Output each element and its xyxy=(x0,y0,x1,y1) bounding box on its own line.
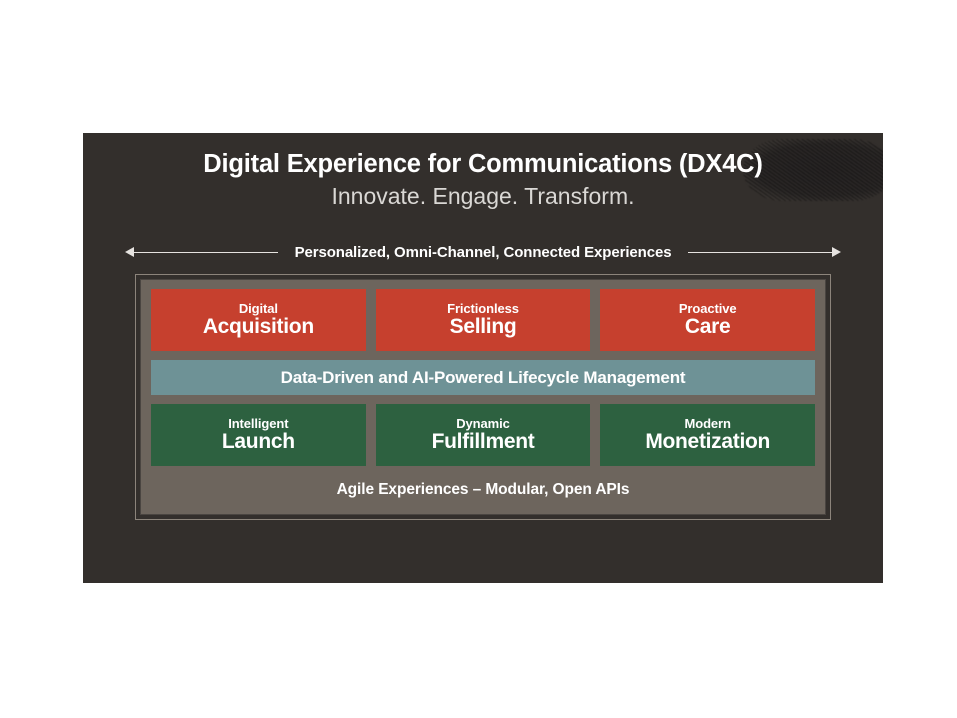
agile-experiences-label: Agile Experiences – Modular, Open APIs xyxy=(336,481,630,498)
card-eyebrow: Dynamic xyxy=(456,415,510,431)
experience-arrow-band: Personalized, Omni-Channel, Connected Ex… xyxy=(125,241,841,263)
card-eyebrow: Intelligent xyxy=(228,415,289,431)
agile-experiences-bar: Agile Experiences – Modular, Open APIs xyxy=(151,466,815,514)
card-headline: Monetization xyxy=(645,430,771,454)
card-eyebrow: Frictionless xyxy=(447,300,519,316)
arrow-band-label: Personalized, Omni-Channel, Connected Ex… xyxy=(294,243,672,261)
slide-header: Digital Experience for Communications (D… xyxy=(83,150,883,212)
card-headline: Selling xyxy=(449,315,517,339)
capability-card-frictionless-selling[interactable]: Frictionless Selling xyxy=(375,289,591,351)
arrow-left-icon xyxy=(125,247,285,258)
capability-card-modern-monetization[interactable]: Modern Monetization xyxy=(600,404,816,466)
capability-card-dynamic-fulfillment[interactable]: Dynamic Fulfillment xyxy=(375,404,591,466)
capability-card-digital-acquisition[interactable]: Digital Acquisition xyxy=(151,289,366,351)
bottom-capability-row: Intelligent Launch Dynamic Fulfillment M… xyxy=(151,404,816,466)
card-eyebrow: Proactive xyxy=(678,300,737,316)
lifecycle-management-label: Data-Driven and AI-Powered Lifecycle Man… xyxy=(280,367,686,387)
card-headline: Acquisition xyxy=(202,315,314,339)
card-eyebrow: Modern xyxy=(684,415,731,431)
capability-card-proactive-care[interactable]: Proactive Care xyxy=(600,289,816,351)
card-headline: Fulfillment xyxy=(431,430,535,454)
slide-canvas: Digital Experience for Communications (D… xyxy=(83,133,883,583)
card-eyebrow: Digital xyxy=(238,300,278,316)
lifecycle-management-bar[interactable]: Data-Driven and AI-Powered Lifecycle Man… xyxy=(151,360,815,395)
top-capability-row: Digital Acquisition Frictionless Selling… xyxy=(151,289,816,351)
capability-panel: Digital Acquisition Frictionless Selling… xyxy=(135,274,831,520)
arrow-right-icon xyxy=(681,247,841,258)
page-subtitle: Innovate. Engage. Transform. xyxy=(331,183,635,210)
capability-panel-inner: Digital Acquisition Frictionless Selling… xyxy=(140,279,826,515)
card-headline: Care xyxy=(684,315,731,339)
capability-card-intelligent-launch[interactable]: Intelligent Launch xyxy=(151,404,366,466)
page-title: Digital Experience for Communications (D… xyxy=(203,150,763,178)
card-headline: Launch xyxy=(221,430,295,454)
